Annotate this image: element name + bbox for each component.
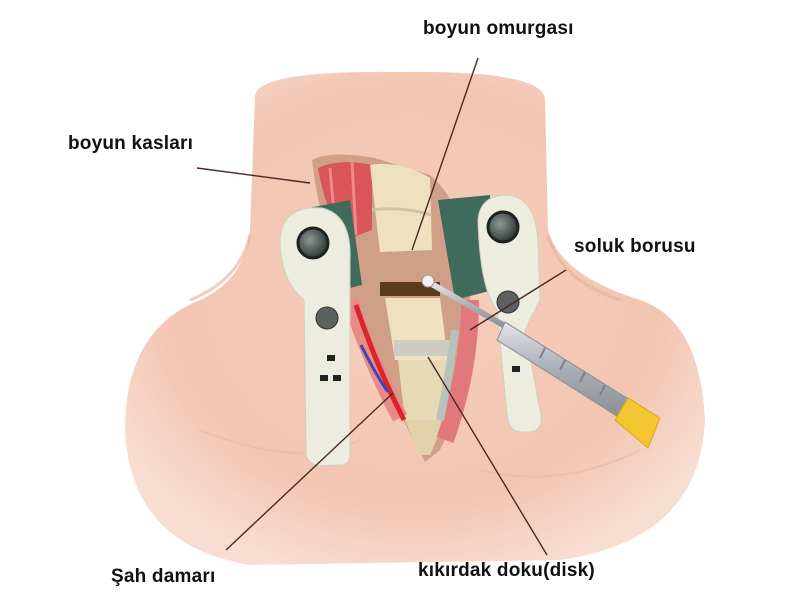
leader-line-cervical-spine: [411, 57, 479, 251]
label-cervical-spine: boyun omurgası: [423, 18, 574, 39]
leader-line-trachea: [469, 269, 567, 331]
surgical-instrument: [421, 274, 661, 449]
label-carotid-artery: Şah damarı: [111, 566, 216, 587]
label-trachea: soluk borusu: [574, 236, 696, 257]
leader-lines: [196, 57, 567, 556]
left-retractor: [279, 200, 362, 467]
leader-line-neck-muscles: [196, 167, 311, 184]
leader-line-cartilage-disc: [427, 356, 548, 556]
leader-line-carotid-artery: [225, 392, 394, 551]
label-neck-muscles: boyun kasları: [68, 133, 194, 154]
right-retractor: [438, 194, 542, 433]
label-cartilage-disc: kıkırdak doku(disk): [418, 560, 595, 581]
